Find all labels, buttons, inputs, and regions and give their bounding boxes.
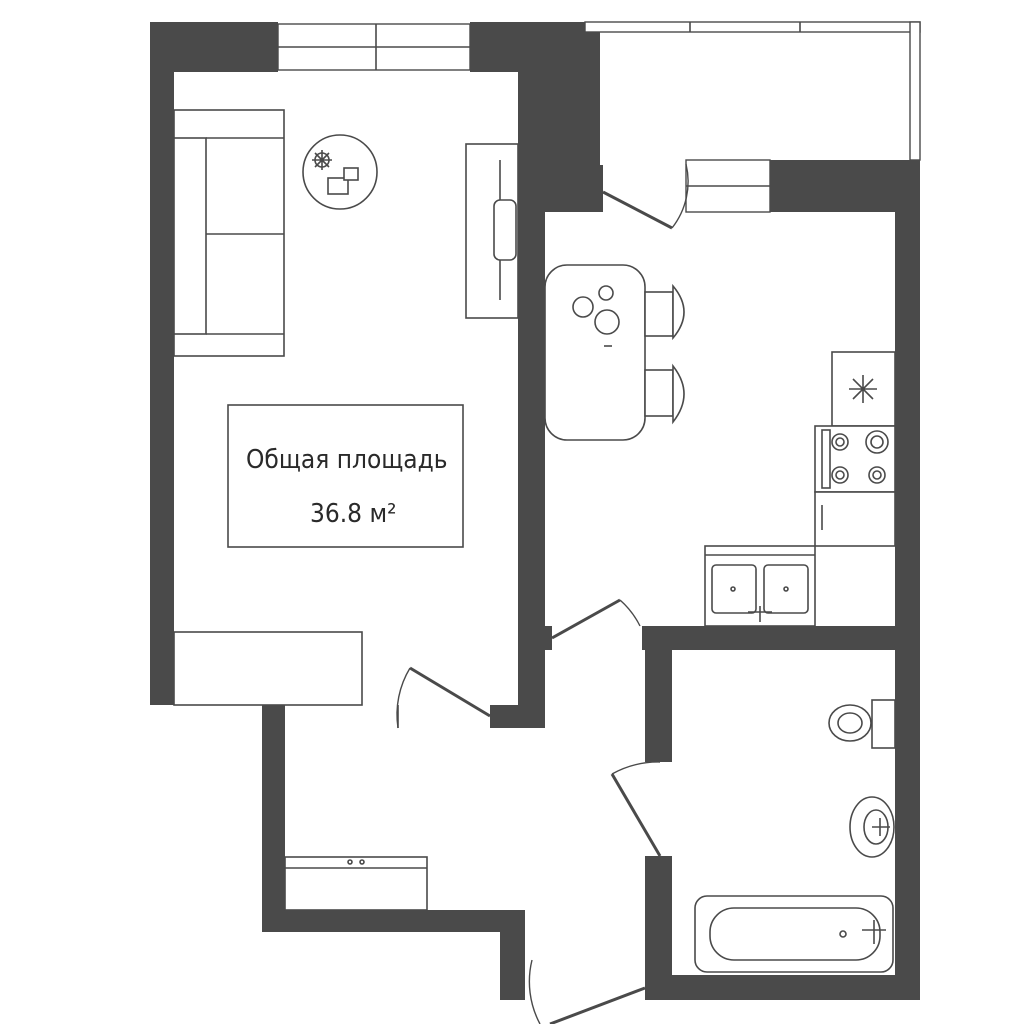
door-living-leaf	[409, 666, 491, 718]
fridge	[831, 351, 896, 427]
dining-table	[544, 264, 646, 441]
wall-bath-bottom	[645, 975, 920, 1000]
wall-bath-left	[645, 626, 672, 762]
wardrobe	[173, 631, 363, 706]
area-label: Общая площадь 36.8 м²	[227, 404, 464, 548]
bathtub	[694, 895, 894, 973]
sofa	[173, 109, 285, 357]
area-value: 36.8 м²	[310, 499, 397, 529]
doors	[396, 163, 689, 1024]
chair-upper	[644, 283, 685, 341]
room-balcony	[600, 22, 920, 160]
coffee-table	[302, 134, 378, 210]
shoe-cabinet	[284, 856, 428, 911]
balcony-glazing-top	[584, 21, 921, 33]
wall-bath-left-lower	[645, 856, 672, 1000]
door-bath-leaf	[610, 773, 662, 857]
wall-corridor-bottom	[262, 910, 525, 1000]
room-corridor-lower	[525, 728, 645, 1000]
wall-kitchen-bottom	[642, 626, 920, 650]
kitchen-sink	[704, 545, 816, 627]
area-title: Общая площадь	[246, 445, 448, 475]
chair-lower	[644, 363, 685, 425]
snowflake-icon	[849, 375, 877, 403]
washbasin	[849, 796, 895, 858]
door-entrance-leaf	[549, 986, 646, 1024]
windows	[277, 21, 921, 213]
wall-corridor-left	[262, 705, 285, 932]
counter	[814, 491, 896, 547]
wall-kitchen-outer	[580, 22, 600, 165]
wall-kitchen-right	[770, 160, 920, 1000]
area-box	[227, 404, 464, 548]
balcony-glazing-right	[909, 21, 921, 161]
tv-stand	[465, 143, 519, 319]
plant-icon	[312, 150, 332, 170]
toilet	[828, 699, 896, 749]
stove	[814, 425, 896, 493]
door-kitchen-leaf	[551, 598, 621, 640]
door-balcony-leaf	[602, 190, 673, 230]
